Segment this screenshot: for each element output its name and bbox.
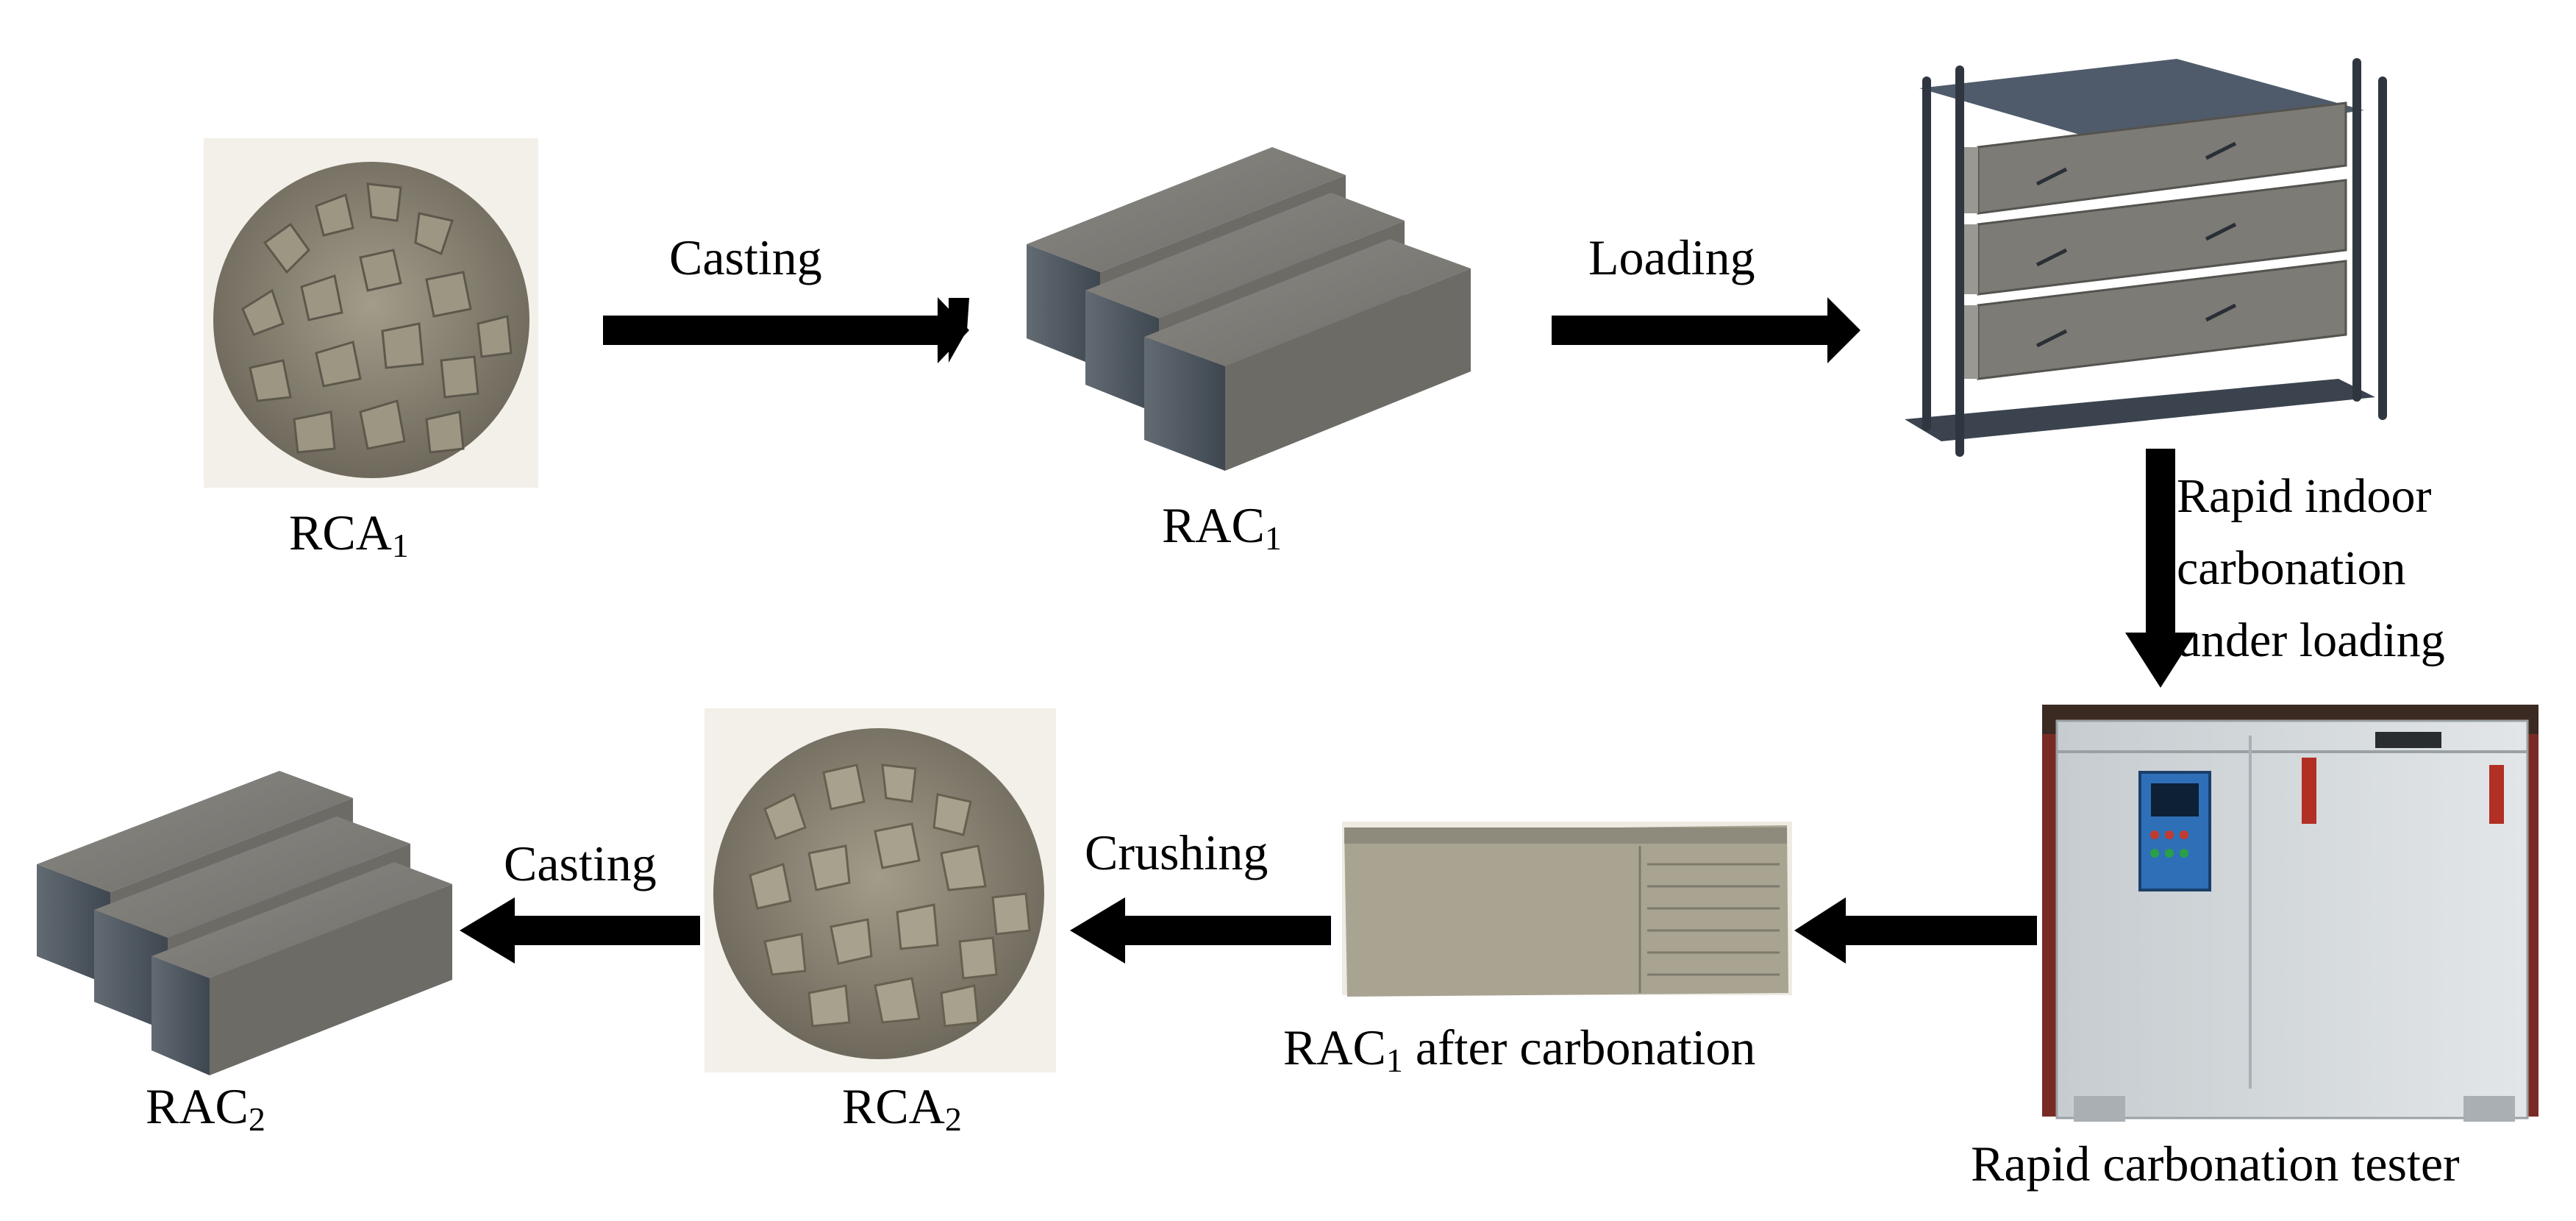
rca1-label: RCA1 [289,508,409,563]
rac1-after-label: RAC1 after carbonation [1283,1022,1755,1078]
rac1-after-label-rest: after carbonation [1402,1019,1756,1075]
carbonation-line-2: carbonation [2177,541,2406,595]
step-crushing: Crushing [1085,825,1269,880]
rac2-label-sub: 2 [248,1100,265,1138]
rca1-label-sub: 1 [391,527,409,564]
carbonated-specimen-image [1342,822,1792,997]
rac1-label-main: RAC [1162,497,1265,553]
arrow-carbonation-down [2125,449,2196,688]
rac2-label-main: RAC [146,1078,249,1134]
rca1-aggregate-image [204,138,538,488]
carbonation-line-3: under loading [2177,613,2445,667]
rac1-beams-image [1027,147,1471,471]
rca1-label-main: RCA [289,505,392,560]
arrow-casting-1 [603,297,969,363]
step-loading: Loading [1588,229,1755,285]
arrow-loading [1552,297,1860,363]
step-casting-2: Casting [504,836,657,891]
rca2-label-main: RCA [842,1078,945,1134]
loading-frame-image [1905,58,2387,457]
rac1-after-label-main: RAC [1283,1019,1386,1075]
rca2-label: RCA2 [842,1081,962,1136]
arrow-casting-2 [460,897,700,964]
carbonation-line-1: Rapid indoor [2177,469,2432,523]
step-carbonation: Rapid indoor carbonation under loading [2177,460,2445,677]
rac1-label-sub: 1 [1264,519,1282,557]
arrow-tester-to-specimen [1794,897,2037,964]
rac1-after-label-sub: 1 [1385,1042,1403,1079]
rac2-label: RAC2 [146,1081,265,1136]
rac2-beams-image [37,771,452,1075]
step-casting-1: Casting [669,229,822,285]
rac1-label: RAC1 [1162,500,1282,555]
tester-label: Rapid carbonation tester [1971,1136,2460,1192]
rca2-aggregate-image [704,708,1056,1072]
carbonation-tester-image [2042,705,2538,1122]
rca2-label-sub: 2 [944,1100,962,1138]
arrow-crushing [1070,897,1331,964]
